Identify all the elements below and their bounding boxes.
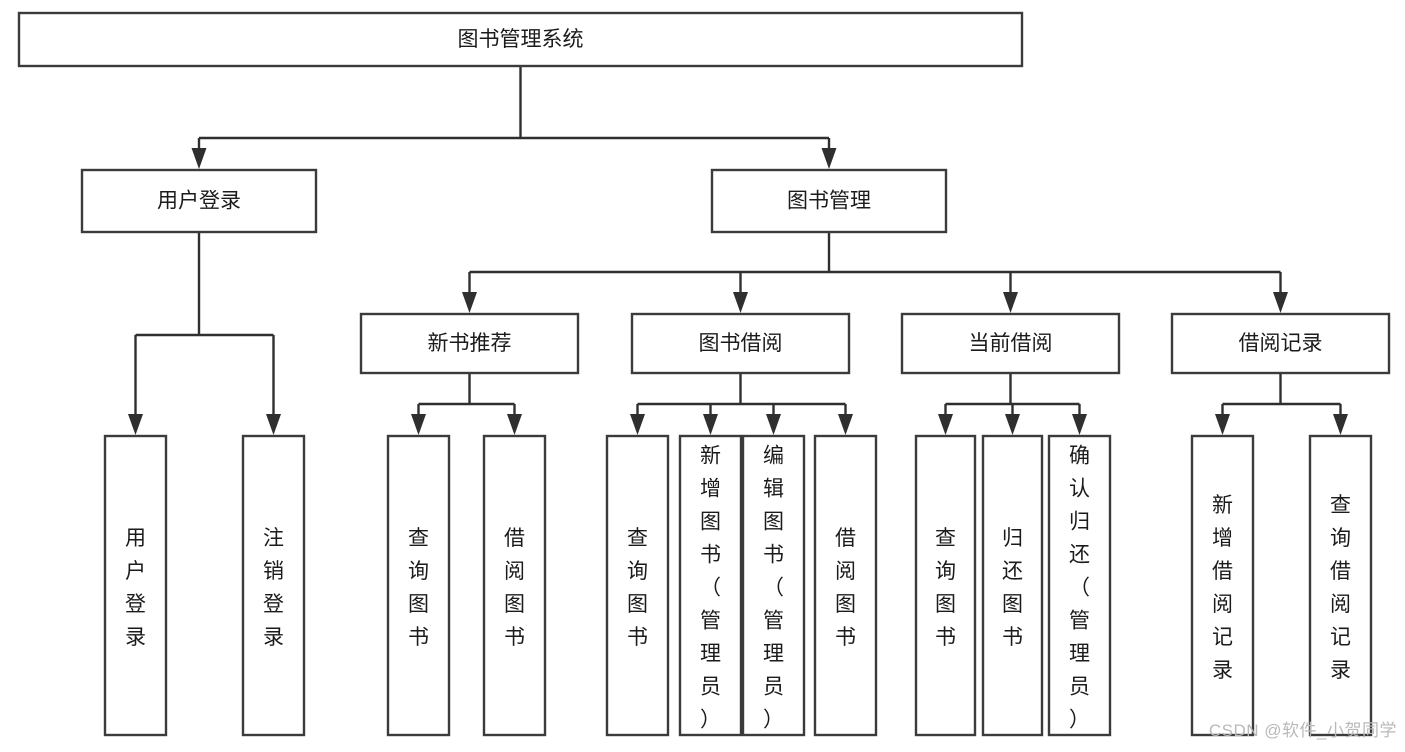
node-label-leaf-query-book-2: 查询图书 <box>627 527 648 649</box>
node-leaf-add-book[interactable]: 新增图书（管理员） <box>678 434 743 737</box>
node-user-login[interactable]: 用户登录 <box>80 168 318 234</box>
node-leaf-query-book-3[interactable]: 查询图书 <box>914 434 977 737</box>
node-leaf-edit-book[interactable]: 编辑图书（管理员） <box>741 434 806 737</box>
node-label-leaf-return-book: 归还图书 <box>1002 527 1023 649</box>
node-box-leaf-borrow-book-2[interactable] <box>813 434 878 737</box>
arrow-head-icon <box>266 414 281 435</box>
arrow-head-icon <box>507 414 522 435</box>
node-leaf-user-login[interactable]: 用户登录 <box>103 434 168 737</box>
node-label-leaf-add-book: 新增图书（管理员） <box>700 445 721 732</box>
node-label-leaf-confirm-return: 确认归还（管理员） <box>1069 445 1090 732</box>
node-box-leaf-edit-book[interactable] <box>741 434 806 737</box>
node-box-book-manage[interactable] <box>710 168 948 234</box>
node-box-leaf-confirm-return[interactable] <box>1047 434 1112 737</box>
arrow-head-icon <box>838 414 853 435</box>
node-label-leaf-borrow-book-1: 借阅图书 <box>504 527 525 649</box>
node-box-leaf-query-book-1[interactable] <box>386 434 451 737</box>
node-box-user-login[interactable] <box>80 168 318 234</box>
node-box-leaf-query-book-3[interactable] <box>914 434 977 737</box>
arrow-head-icon <box>766 414 781 435</box>
node-box-leaf-logout-login[interactable] <box>241 434 306 737</box>
node-label-user-login: 用户登录 <box>157 190 241 213</box>
node-leaf-return-book[interactable]: 归还图书 <box>981 434 1044 737</box>
node-box-current-borrow[interactable] <box>900 312 1121 375</box>
node-leaf-add-borrow-record[interactable]: 新增借阅记录 <box>1190 434 1255 737</box>
arrow-head-icon <box>821 148 837 169</box>
node-label-leaf-logout-login: 注销登录 <box>263 527 284 649</box>
node-box-leaf-query-borrow-record[interactable] <box>1308 434 1373 737</box>
arrow-head-icon <box>1215 414 1230 435</box>
node-label-leaf-query-borrow-record: 查询借阅记录 <box>1330 494 1351 682</box>
arrow-head-icon <box>733 292 748 313</box>
node-leaf-borrow-book-2[interactable]: 借阅图书 <box>813 434 878 737</box>
node-leaf-logout-login[interactable]: 注销登录 <box>241 434 306 737</box>
node-label-leaf-query-book-3: 查询图书 <box>935 527 956 649</box>
node-leaf-query-book-1[interactable]: 查询图书 <box>386 434 451 737</box>
node-label-book-borrow: 图书借阅 <box>699 332 783 355</box>
arrow-head-icon <box>1273 292 1288 313</box>
node-box-book-borrow[interactable] <box>630 312 851 375</box>
connectors-layer <box>128 66 1348 435</box>
node-box-leaf-borrow-book-1[interactable] <box>482 434 547 737</box>
node-label-borrow-record: 借阅记录 <box>1239 332 1323 355</box>
node-leaf-query-book-2[interactable]: 查询图书 <box>605 434 670 737</box>
arrow-head-icon <box>1003 292 1018 313</box>
node-box-leaf-add-borrow-record[interactable] <box>1190 434 1255 737</box>
node-label-book-manage: 图书管理 <box>787 190 871 213</box>
node-new-book-recommend[interactable]: 新书推荐 <box>359 312 580 375</box>
node-box-leaf-user-login[interactable] <box>103 434 168 737</box>
node-box-borrow-record[interactable] <box>1170 312 1391 375</box>
node-current-borrow[interactable]: 当前借阅 <box>900 312 1121 375</box>
node-box-leaf-return-book[interactable] <box>981 434 1044 737</box>
arrow-head-icon <box>938 414 953 435</box>
node-box-leaf-query-book-2[interactable] <box>605 434 670 737</box>
arrow-head-icon <box>191 148 207 169</box>
arrow-head-icon <box>411 414 426 435</box>
node-label-leaf-user-login: 用户登录 <box>125 527 146 649</box>
arrow-head-icon <box>630 414 645 435</box>
node-label-root: 图书管理系统 <box>458 28 584 51</box>
node-label-leaf-edit-book: 编辑图书（管理员） <box>763 445 784 732</box>
node-leaf-confirm-return[interactable]: 确认归还（管理员） <box>1047 434 1112 737</box>
node-label-new-book-recommend: 新书推荐 <box>428 332 512 355</box>
arrow-head-icon <box>1072 414 1087 435</box>
node-label-leaf-borrow-book-2: 借阅图书 <box>835 527 856 649</box>
node-book-manage[interactable]: 图书管理 <box>710 168 948 234</box>
node-leaf-borrow-book-1[interactable]: 借阅图书 <box>482 434 547 737</box>
node-label-current-borrow: 当前借阅 <box>969 332 1053 355</box>
arrow-head-icon <box>1005 414 1020 435</box>
node-label-leaf-add-borrow-record: 新增借阅记录 <box>1212 494 1233 682</box>
watermark-label: CSDN @软件_小贺同学 <box>1208 721 1397 740</box>
node-label-leaf-query-book-1: 查询图书 <box>408 527 429 649</box>
node-leaf-query-borrow-record[interactable]: 查询借阅记录 <box>1308 434 1373 737</box>
arrow-head-icon <box>462 292 477 313</box>
nodes-layer: 图书管理系统用户登录图书管理新书推荐图书借阅当前借阅借阅记录用户登录注销登录查询… <box>17 11 1391 737</box>
arrow-head-icon <box>703 414 718 435</box>
node-borrow-record[interactable]: 借阅记录 <box>1170 312 1391 375</box>
node-box-root[interactable] <box>17 11 1024 68</box>
node-box-new-book-recommend[interactable] <box>359 312 580 375</box>
node-box-leaf-add-book[interactable] <box>678 434 743 737</box>
node-book-borrow[interactable]: 图书借阅 <box>630 312 851 375</box>
arrow-head-icon <box>128 414 143 435</box>
arrow-head-icon <box>1333 414 1348 435</box>
node-root[interactable]: 图书管理系统 <box>17 11 1024 68</box>
